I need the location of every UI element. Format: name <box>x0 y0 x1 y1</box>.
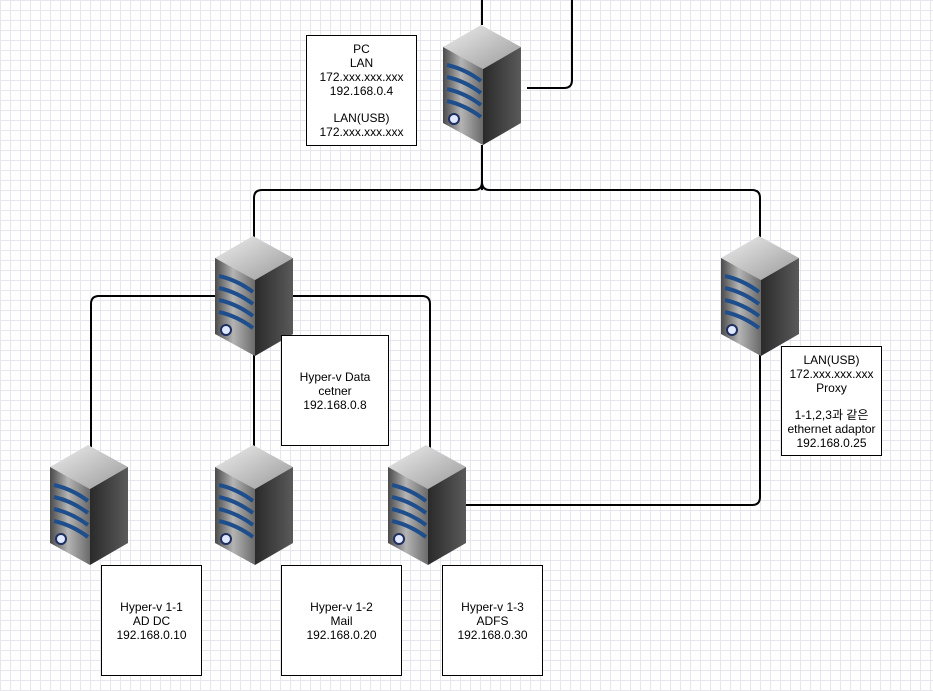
connectors <box>90 0 761 506</box>
vm1-label-line1: Hyper-v 1-1 <box>120 599 183 614</box>
vm2-label: Hyper-v 1-2 Mail 192.168.0.20 <box>281 565 402 676</box>
proxy-label-line6: 192.168.0.25 <box>796 435 867 450</box>
pc-label-line5: LAN(USB) <box>333 111 390 125</box>
proxy-label-line2: 172.xxx.xxx.xxx <box>789 366 874 381</box>
vm2-label-line3: 192.168.0.20 <box>306 627 377 642</box>
vm1-label-line3: 192.168.0.10 <box>116 627 187 642</box>
vm2-label-line1: Hyper-v 1-2 <box>310 599 373 614</box>
connector-to-vm1 <box>90 295 215 447</box>
proxy-label-line1: LAN(USB) <box>803 352 860 367</box>
connector-to-vm3 <box>291 295 431 452</box>
datacenter-label-line2: cetner <box>318 383 352 398</box>
vm2-server-icon <box>215 445 293 565</box>
proxy-label-line4: 1-1,2,3과 같은 <box>794 407 869 422</box>
vm3-label: Hyper-v 1-3 ADFS 192.168.0.30 <box>442 565 543 676</box>
pc-server-icon <box>443 25 521 145</box>
vm2-label-line2: Mail <box>330 613 353 628</box>
pc-label: PC LAN 172.xxx.xxx.xxx 192.168.0.4 LAN(U… <box>306 35 417 146</box>
vm1-label-line2: AD DC <box>132 613 171 628</box>
vm1-server-icon <box>50 445 128 565</box>
datacenter-label: Hyper-v Data cetner 192.168.0.8 <box>281 335 389 446</box>
pc-label-line2: LAN <box>349 56 374 70</box>
datacenter-label-line3: 192.168.0.8 <box>303 397 367 412</box>
proxy-label: LAN(USB) 172.xxx.xxx.xxx Proxy 1-1,2,3과 … <box>781 346 882 456</box>
proxy-label-line5: ethernet adaptor <box>787 421 876 436</box>
vm3-label-line1: Hyper-v 1-3 <box>461 599 524 614</box>
pc-label-line3: 172.xxx.xxx.xxx <box>319 70 404 84</box>
connector-proxy-to-vm3 <box>465 354 761 506</box>
proxy-label-line3: Proxy <box>816 380 847 395</box>
datacenter-label-line1: Hyper-v Data <box>299 369 371 384</box>
vm3-label-line3: 192.168.0.30 <box>457 627 528 642</box>
proxy-server-icon <box>721 236 799 356</box>
vm3-server-icon <box>388 445 466 565</box>
connector-top-right <box>527 0 573 89</box>
pc-label-line6: 172.xxx.xxx.xxx <box>319 125 404 139</box>
vm1-label: Hyper-v 1-1 AD DC 192.168.0.10 <box>101 565 202 676</box>
vm3-label-line2: ADFS <box>476 613 509 628</box>
connector-to-hyperv-host <box>253 181 483 240</box>
pc-label-line1: PC <box>353 42 370 56</box>
pc-label-line4: 192.168.0.4 <box>329 84 394 98</box>
connector-to-proxy <box>481 181 761 240</box>
